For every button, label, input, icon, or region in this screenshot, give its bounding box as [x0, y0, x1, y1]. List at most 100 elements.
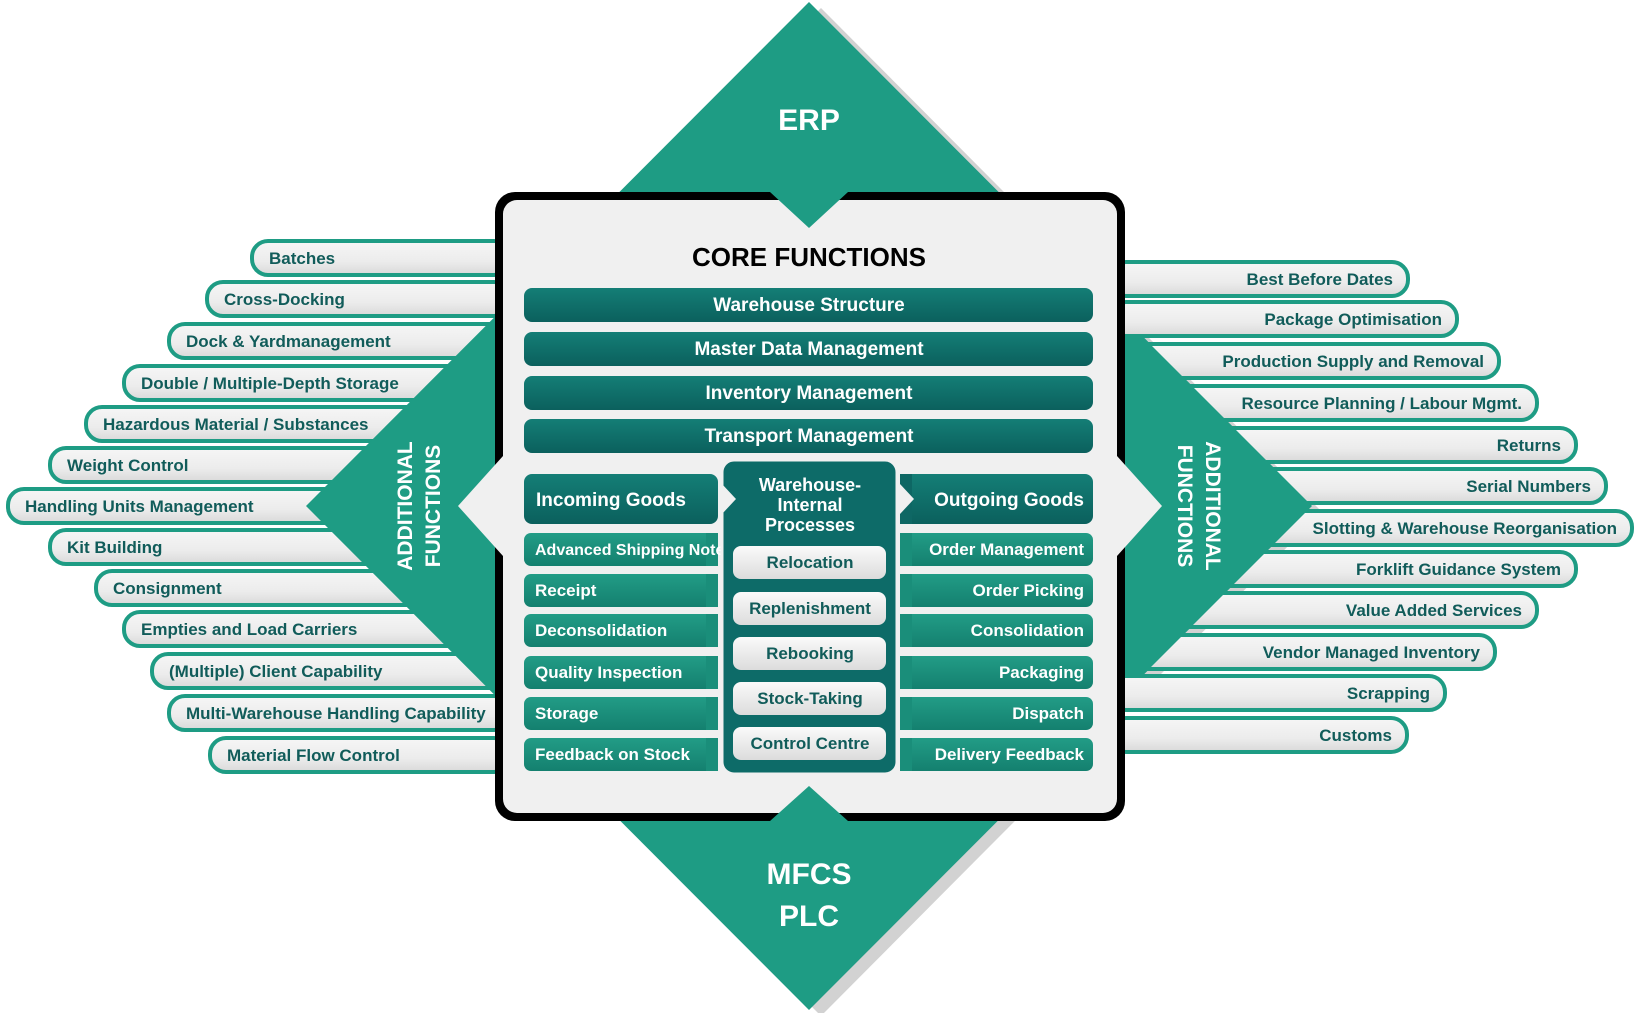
incoming-item-storage[interactable]: Storage [524, 697, 718, 730]
additional-function-item-material-flow-control[interactable]: Material Flow Control [208, 736, 512, 774]
outgoing-item-background [900, 697, 1093, 730]
additional-function-item-customs[interactable]: Customs [1108, 716, 1409, 754]
additional-function-item-vendor-managed-inventory[interactable]: Vendor Managed Inventory [1108, 633, 1497, 671]
additional-function-item-best-before-dates[interactable]: Best Before Dates [1108, 260, 1410, 298]
internal-process-label: Rebooking [766, 644, 854, 663]
additional-function-item-dock-yardmanagement[interactable]: Dock & Yardmanagement [167, 322, 512, 360]
internal-header-line1: Warehouse- [759, 475, 861, 495]
diamond-overlap [1110, 550, 1268, 588]
outgoing-item-delivery-feedback[interactable]: Delivery Feedback [900, 738, 1093, 771]
outgoing-item-label: Order Management [929, 540, 1084, 559]
outgoing-item-label: Order Picking [973, 581, 1084, 600]
incoming-item-deconsolidation[interactable]: Deconsolidation [524, 614, 718, 647]
incoming-item-background [524, 738, 718, 771]
core-bar-label: Inventory Management [706, 383, 914, 404]
incoming-item-feedback-on-stock[interactable]: Feedback on Stock [524, 738, 718, 771]
core-bar-inventory-management[interactable]: Inventory Management [524, 376, 1093, 410]
right-label-line2: FUNCTIONS [1173, 445, 1196, 568]
additional-function-item-value-added-services[interactable]: Value Added Services [1108, 591, 1539, 629]
pill-label: Vendor Managed Inventory [1263, 643, 1481, 662]
incoming-goods-header-label: Incoming Goods [536, 490, 686, 511]
diamond-overlap [1110, 426, 1270, 464]
pill-label: Slotting & Warehouse Reorganisation [1313, 519, 1617, 538]
core-bar-warehouse-structure[interactable]: Warehouse Structure [524, 288, 1093, 322]
pill-label: Customs [1319, 726, 1392, 745]
incoming-item-square-edge [706, 614, 718, 647]
incoming-item-background [524, 574, 718, 607]
core-functions-title: CORE FUNCTIONS [692, 242, 926, 272]
pill-label: Multi-Warehouse Handling Capability [186, 704, 486, 723]
additional-function-item-scrapping[interactable]: Scrapping [1108, 674, 1447, 712]
incoming-item-square-edge [706, 574, 718, 607]
additional-function-item-serial-numbers[interactable]: Serial Numbers [1108, 467, 1608, 505]
additional-functions-right-label: ADDITIONAL FUNCTIONS [1173, 441, 1224, 571]
internal-process-control-centre[interactable]: Control Centre [733, 727, 886, 760]
diamond-overlap [1110, 591, 1227, 629]
incoming-goods-header[interactable] [524, 474, 718, 524]
internal-process-replenishment[interactable]: Replenishment [733, 592, 886, 625]
outgoing-item-square-edge [900, 533, 912, 566]
incoming-goods-column: Incoming Goods Advanced Shipping NoteRec… [524, 474, 724, 771]
core-bar-transport-management[interactable]: Transport Management [524, 419, 1093, 453]
left-label-line2: FUNCTIONS [422, 445, 445, 568]
internal-process-stock-taking[interactable]: Stock-Taking [733, 682, 886, 715]
pill-label: Weight Control [67, 456, 189, 475]
internal-header-line3: Processes [765, 515, 855, 535]
additional-function-item-production-supply-and-removal[interactable]: Production Supply and Removal [1108, 342, 1501, 380]
additional-function-item-multiple-client-capability[interactable]: (Multiple) Client Capability [150, 652, 512, 690]
incoming-item-advanced-shipping-note[interactable]: Advanced Shipping Note [524, 533, 724, 566]
additional-function-item-returns[interactable]: Returns [1108, 426, 1578, 464]
outgoing-item-order-picking[interactable]: Order Picking [900, 574, 1093, 607]
additional-function-item-empties-and-load-carriers[interactable]: Empties and Load Carriers [122, 610, 512, 648]
incoming-item-quality-inspection[interactable]: Quality Inspection [524, 656, 718, 689]
outgoing-item-label: Packaging [999, 663, 1084, 682]
internal-process-button [733, 546, 886, 579]
outgoing-goods-header[interactable] [900, 474, 1093, 524]
incoming-item-background [524, 697, 718, 730]
incoming-item-square-edge [706, 738, 718, 771]
pill-label: Consignment [113, 579, 222, 598]
additional-function-item-resource-planning-labour-mgmt[interactable]: Resource Planning / Labour Mgmt. [1108, 384, 1539, 422]
incoming-item-label: Advanced Shipping Note [535, 542, 724, 559]
erp-arrow-notch [770, 192, 848, 228]
outgoing-item-order-management[interactable]: Order Management [900, 533, 1093, 566]
incoming-item-receipt[interactable]: Receipt [524, 574, 718, 607]
mfcs-arrow-notch [770, 786, 848, 821]
outgoing-item-background [900, 574, 1093, 607]
pill-label: Resource Planning / Labour Mgmt. [1241, 394, 1522, 413]
left-label-line1: ADDITIONAL [394, 441, 417, 571]
core-bar-background [524, 419, 1093, 453]
incoming-item-background [524, 533, 718, 566]
core-bar-background [524, 288, 1093, 322]
outgoing-item-packaging[interactable]: Packaging [900, 656, 1093, 689]
internal-to-outgoing-arrow [900, 484, 914, 514]
additional-function-item-slotting-warehouse-reorganisation[interactable]: Slotting & Warehouse Reorganisation [1108, 509, 1634, 547]
internal-process-label: Control Centre [751, 734, 870, 753]
pill-label: Dock & Yardmanagement [186, 332, 391, 351]
outgoing-item-dispatch[interactable]: Dispatch [900, 697, 1093, 730]
pill-label: Serial Numbers [1466, 477, 1591, 496]
additional-function-item-package-optimisation[interactable]: Package Optimisation [1108, 300, 1459, 338]
additional-function-item-multi-warehouse-handling-capability[interactable]: Multi-Warehouse Handling Capability [167, 694, 512, 732]
core-bar-master-data-management[interactable]: Master Data Management [524, 332, 1093, 366]
core-bar-background [524, 376, 1093, 410]
incoming-item-background [524, 656, 718, 689]
additional-function-item-forklift-guidance-system[interactable]: Forklift Guidance System [1108, 550, 1578, 588]
internal-process-rebooking[interactable]: Rebooking [733, 637, 886, 670]
additional-function-item-cross-docking[interactable]: Cross-Docking [205, 280, 512, 318]
diamond-overlap [1110, 633, 1185, 671]
pill-label: Returns [1497, 436, 1561, 455]
incoming-item-label: Quality Inspection [535, 663, 682, 682]
incoming-to-internal-arrow [722, 484, 736, 514]
outgoing-item-square-edge [900, 738, 912, 771]
outgoing-item-background [900, 614, 1093, 647]
pill-label: Kit Building [67, 538, 162, 557]
pill-label: Cross-Docking [224, 290, 345, 309]
internal-process-relocation[interactable]: Relocation [733, 546, 886, 579]
diamond-overlap [1110, 467, 1311, 505]
outgoing-item-consolidation[interactable]: Consolidation [900, 614, 1093, 647]
additional-function-item-batches[interactable]: Batches [250, 239, 512, 277]
outgoing-item-background [900, 533, 1093, 566]
